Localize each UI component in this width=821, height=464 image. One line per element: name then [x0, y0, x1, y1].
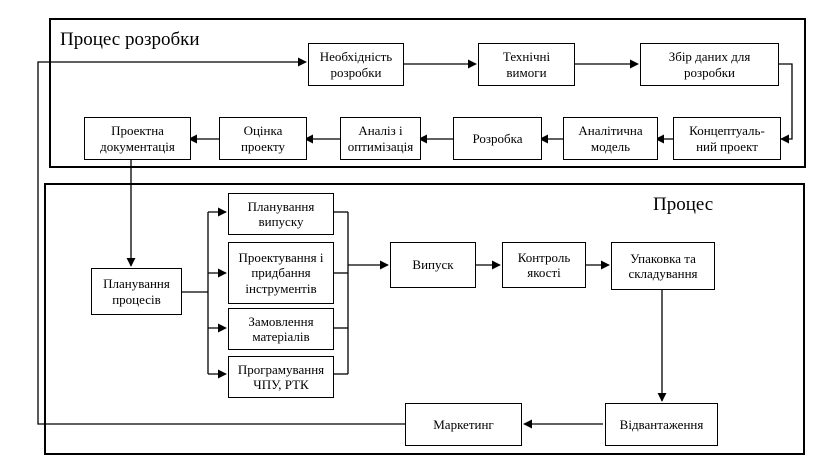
process-frame — [44, 183, 805, 455]
development-process-title: Процес розробки — [60, 29, 200, 50]
process-title: Процес — [653, 194, 714, 215]
arrow-marketing-to-need — [37, 57, 405, 425]
node-technical-requirements: Технічні вимоги — [478, 43, 575, 86]
node-data-collection: Збір даних для розробки — [640, 43, 779, 86]
node-process-planning: Планування процесів — [91, 268, 182, 315]
node-quality-control: Контроль якості — [502, 242, 586, 288]
node-packaging-storage: Упаковка та складування — [611, 242, 715, 290]
node-need-for-development: Необхідність розробки — [308, 43, 404, 86]
node-marketing: Маркетинг — [405, 403, 522, 446]
node-material-ordering: Замовлення матеріалів — [228, 308, 334, 350]
node-conceptual-design: Концептуаль- ний проект — [673, 117, 781, 160]
node-project-documentation: Проектна документація — [84, 117, 191, 160]
node-project-evaluation: Оцінка проекту — [219, 117, 307, 160]
node-analysis-optimization: Аналіз і оптимізація — [340, 117, 421, 160]
node-design: Розробка — [453, 117, 542, 160]
node-cnc-programming: Програмування ЧПУ, РТК — [228, 356, 334, 398]
node-shipping: Відвантаження — [605, 403, 718, 446]
node-analytic-model: Аналітична модель — [563, 117, 658, 160]
development-process-frame — [49, 18, 806, 168]
arrow-data-to-concept — [779, 63, 793, 144]
node-release-planning: Планування випуску — [228, 193, 334, 235]
node-tooling-design: Проектування і придбання інструментів — [228, 242, 334, 304]
node-release: Випуск — [390, 242, 476, 288]
